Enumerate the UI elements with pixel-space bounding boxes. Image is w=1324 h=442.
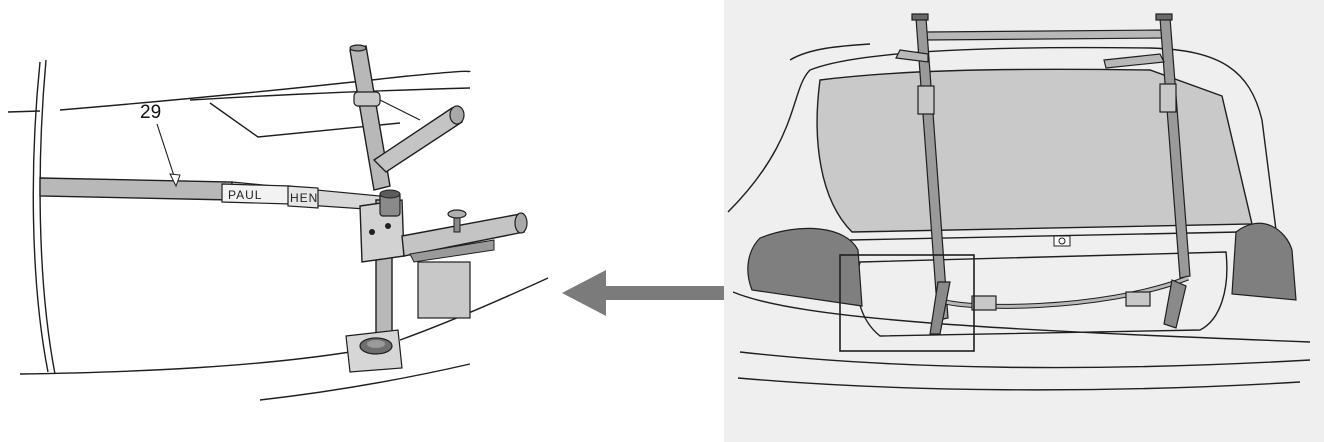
detail-highlight-box [839, 254, 975, 352]
lower-support-arm [401, 209, 528, 263]
callout-arrowhead [169, 173, 181, 188]
callout-29: 29 [140, 102, 181, 188]
detail-closeup-view: PAUL HEN [7, 44, 549, 401]
horizontal-rack-tube [39, 177, 381, 211]
upper-support-arm [372, 99, 465, 173]
tail-light-left [747, 227, 863, 307]
badge-icon [1053, 235, 1071, 247]
tail-light-right [1231, 222, 1297, 301]
overview-car-view [724, 0, 1324, 442]
bike-rack-frame [895, 13, 1191, 335]
callout-number: 29 [140, 102, 161, 123]
strap-label-right: HEN [290, 191, 318, 205]
plate-bracket [417, 261, 471, 319]
retaining-strap: PAUL HEN [221, 183, 319, 209]
zoom-direction-arrow [562, 270, 838, 316]
rubber-foot-pad [345, 329, 403, 373]
callout-leader-line [156, 123, 177, 183]
strap-label-left: PAUL [228, 188, 262, 202]
